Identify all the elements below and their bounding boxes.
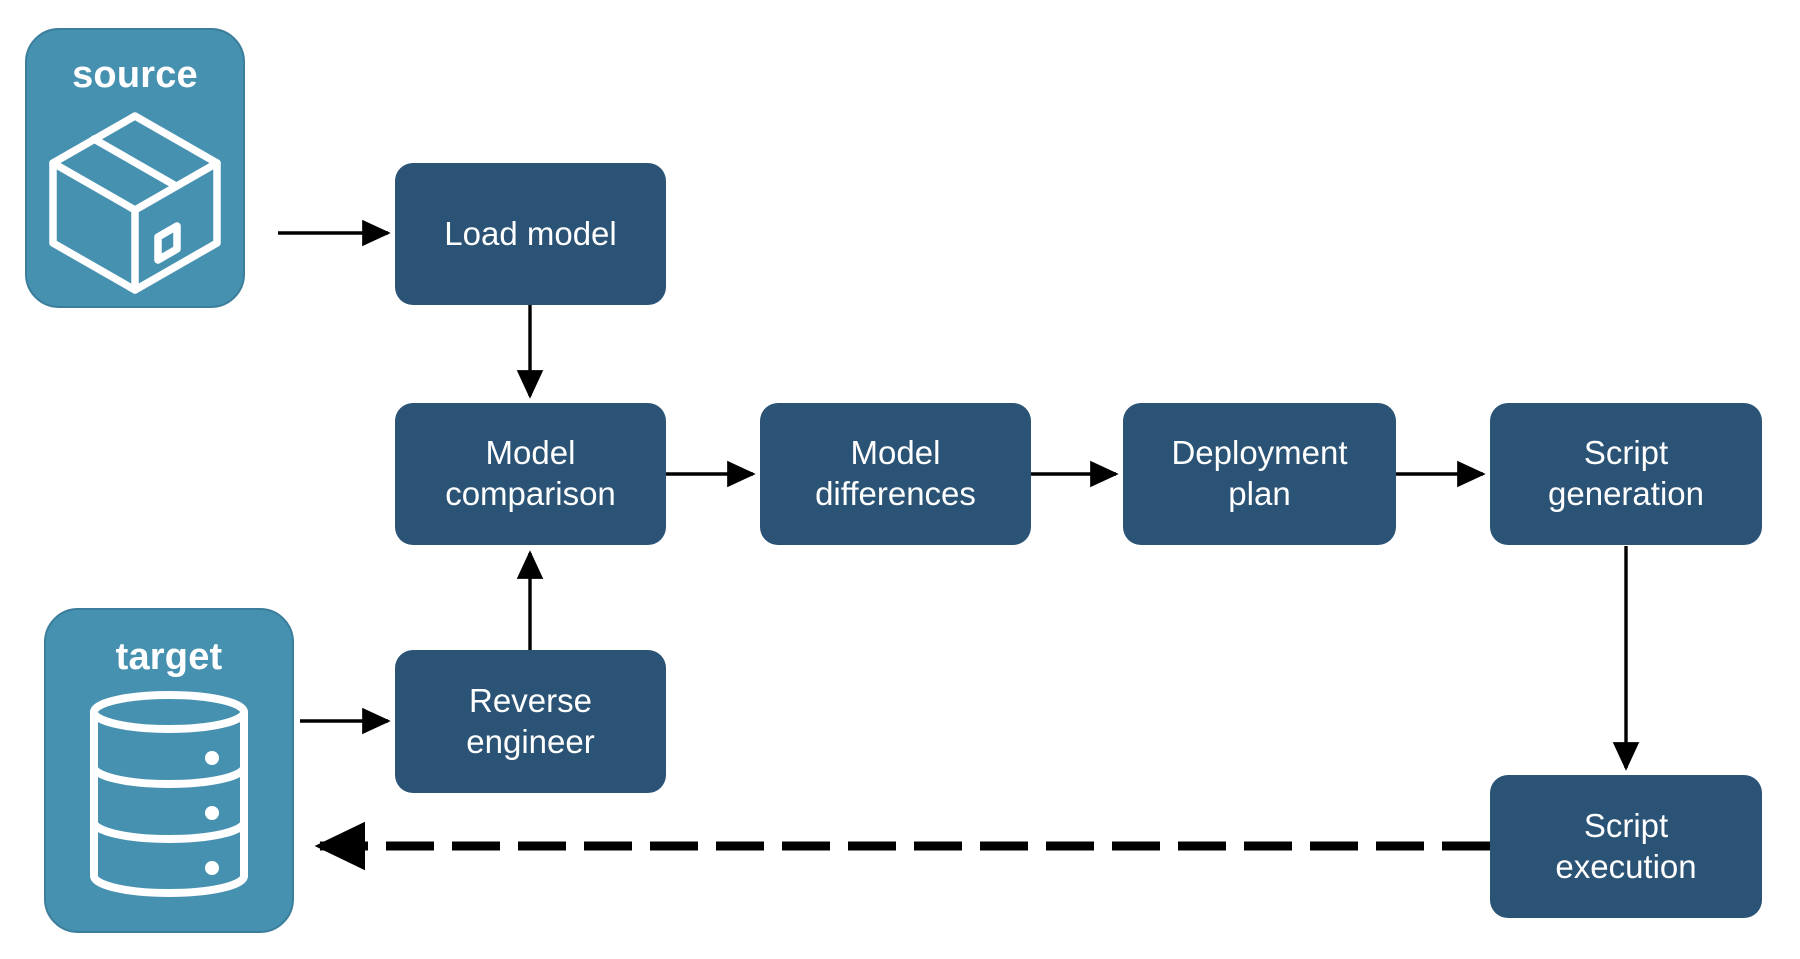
process-model-differences[interactable]: Model differences — [760, 403, 1031, 545]
endpoint-target-label: target — [115, 636, 223, 678]
process-model-comparison[interactable]: Model comparison — [395, 403, 666, 545]
database-cylinder-icon — [88, 676, 250, 903]
process-deployment-plan-label: Deployment plan — [1171, 434, 1348, 512]
process-model-comparison-label: Model comparison — [445, 434, 616, 512]
process-script-execution-label: Script execution — [1555, 806, 1697, 885]
process-script-generation[interactable]: Script generation — [1490, 403, 1762, 545]
process-model-differences-label: Model differences — [815, 434, 976, 512]
process-script-generation-label: Script generation — [1548, 434, 1704, 512]
process-load-model-label: Load model — [444, 214, 617, 252]
process-reverse-engineer[interactable]: Reverse engineer — [395, 650, 666, 793]
endpoint-source[interactable]: source — [25, 28, 245, 308]
package-box-icon — [46, 94, 224, 301]
process-reverse-engineer-label: Reverse engineer — [466, 681, 595, 760]
endpoint-source-label: source — [72, 54, 198, 96]
process-deployment-plan[interactable]: Deployment plan — [1123, 403, 1396, 545]
process-script-execution[interactable]: Script execution — [1490, 775, 1762, 918]
process-load-model[interactable]: Load model — [395, 163, 666, 305]
endpoint-target[interactable]: target — [44, 608, 294, 933]
